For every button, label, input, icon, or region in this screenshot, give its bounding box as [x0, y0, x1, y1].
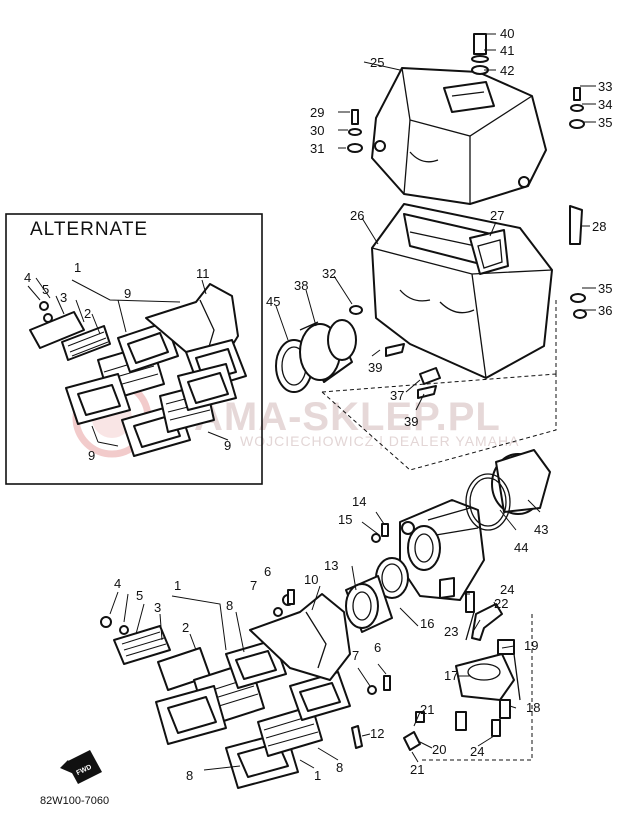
- callout-35b: 35: [598, 281, 612, 296]
- callout-18: 18: [526, 700, 540, 715]
- oil-pump-and-hoses: [403, 591, 533, 761]
- alt-callout-1: 1: [74, 260, 81, 275]
- callout-33: 33: [598, 79, 612, 94]
- reed-valve-assembly: [100, 616, 351, 789]
- callout-35: 35: [598, 115, 612, 130]
- callout-45: 45: [266, 294, 280, 309]
- airbox-hardware: [347, 33, 587, 399]
- callout-6b: 6: [374, 640, 381, 655]
- callout-36: 36: [598, 303, 612, 318]
- callout-42: 42: [500, 63, 514, 78]
- callout-6: 6: [264, 564, 271, 579]
- alt-callout-9: 9: [124, 286, 131, 301]
- callout-8: 8: [226, 598, 233, 613]
- callout-39b: 39: [404, 414, 418, 429]
- intake-manifold: [249, 589, 391, 749]
- forward-arrow-icon: FWD: [60, 750, 102, 784]
- alt-callout-5: 5: [42, 282, 49, 297]
- carb-clamp-and-holder: [345, 523, 409, 633]
- callout-8b: 8: [336, 760, 343, 775]
- alt-callout-9b: 9: [224, 438, 231, 453]
- dealer-watermark: YAMA-SKLEP.PL WOJCIECHOWICZ | DEALER YAM…: [72, 378, 519, 458]
- callout-40: 40: [500, 26, 514, 41]
- callout-19: 19: [524, 638, 538, 653]
- callout-8c: 8: [186, 768, 193, 783]
- callout-43: 43: [534, 522, 548, 537]
- callout-3: 3: [154, 600, 161, 615]
- callout-24b: 24: [470, 744, 484, 759]
- airbox-cover: [371, 67, 547, 205]
- watermark-subtext: WOJCIECHOWICZ | DEALER YAMAHA: [240, 433, 519, 449]
- callout-4: 4: [114, 576, 121, 591]
- callout-30: 30: [310, 123, 324, 138]
- callout-1: 1: [174, 578, 181, 593]
- callout-24: 24: [500, 582, 514, 597]
- callout-28: 28: [592, 219, 606, 234]
- callout-2: 2: [182, 620, 189, 635]
- callout-34: 34: [598, 97, 612, 112]
- catalog-code: 82W100-7060: [40, 795, 109, 807]
- callout-12: 12: [370, 726, 384, 741]
- alt-callout-2: 2: [84, 306, 91, 321]
- callout-37: 37: [390, 388, 404, 403]
- callout-7: 7: [250, 578, 257, 593]
- airbox-base: [321, 203, 557, 471]
- callout-17: 17: [444, 668, 458, 683]
- callout-29: 29: [310, 105, 324, 120]
- callout-13: 13: [324, 558, 338, 573]
- callout-32: 32: [322, 266, 336, 281]
- alternate-inset: ALTERNATE: [5, 213, 263, 485]
- callout-15: 15: [338, 512, 352, 527]
- callout-20: 20: [432, 742, 446, 757]
- callout-22: 22: [494, 596, 508, 611]
- callout-26: 26: [350, 208, 364, 223]
- intake-duct: [275, 319, 357, 393]
- carb-joint-and-band: [465, 449, 551, 531]
- callout-10: 10: [304, 572, 318, 587]
- alt-manifold: [145, 283, 247, 411]
- callout-1b: 1: [314, 768, 321, 783]
- alt-callout-9c: 9: [88, 448, 95, 463]
- callout-27: 27: [490, 208, 504, 223]
- alt-callout-4: 4: [24, 270, 31, 285]
- callout-25: 25: [370, 55, 384, 70]
- callout-14: 14: [352, 494, 366, 509]
- callout-7b: 7: [352, 648, 359, 663]
- callout-21: 21: [420, 702, 434, 717]
- alt-callout-11: 11: [196, 266, 210, 281]
- callout-44: 44: [514, 540, 528, 555]
- callout-5: 5: [136, 588, 143, 603]
- callout-labels: 40 41 42 25 33 34 35 29 30 31 26 27 28 3…: [24, 26, 612, 783]
- callout-31: 31: [310, 141, 324, 156]
- watermark-text: YAMA-SKLEP.PL: [170, 395, 501, 439]
- alt-callout-3: 3: [60, 290, 67, 305]
- callout-38: 38: [294, 278, 308, 293]
- callout-39: 39: [368, 360, 382, 375]
- callout-21b: 21: [410, 762, 424, 777]
- callout-16: 16: [420, 616, 434, 631]
- callout-23: 23: [444, 624, 458, 639]
- carburetor: [399, 499, 485, 601]
- callout-41: 41: [500, 43, 514, 58]
- alternate-title: ALTERNATE: [30, 219, 148, 240]
